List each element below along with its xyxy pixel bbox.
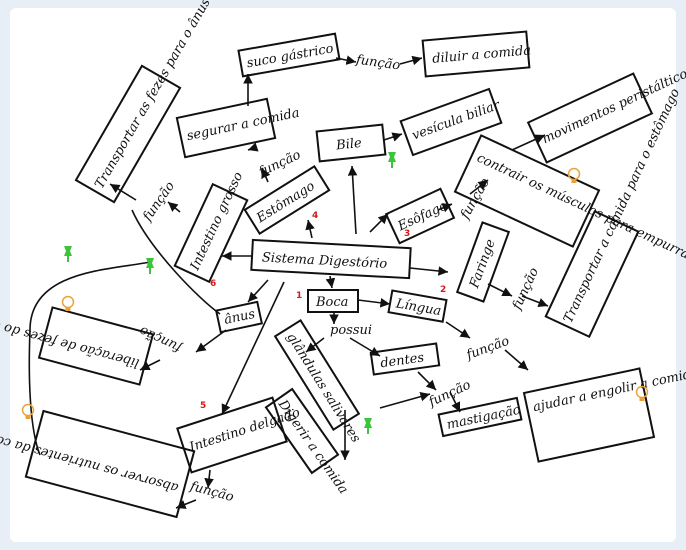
label-possui: possui	[330, 323, 372, 338]
label-funcao-faringe: função	[509, 265, 542, 313]
node-diluir-a-comida: diluir a comida	[421, 30, 532, 78]
svg-text:vesícula biliar: vesícula biliar	[410, 98, 503, 144]
node-mastigacao: mastigação	[437, 396, 523, 438]
node-contrair-musculos: contrair os músculos para empurrar a com…	[453, 134, 686, 323]
node-intestino-delgado: Intestino delgado	[176, 396, 302, 474]
node-intestino-grosso: Intestino grosso	[173, 170, 249, 284]
number-6: 6	[210, 279, 216, 289]
svg-text:Faringe: Faringe	[467, 237, 499, 291]
node-dentes: dentes	[369, 342, 441, 376]
order-numbers: 1 2 3 4 5 6	[200, 211, 446, 411]
label-funcao-anus: função	[137, 323, 185, 356]
label-funcao-estomago: função	[256, 148, 304, 181]
node-ajudar-a-engolir: ajudar a engolir a comida e a limpar os …	[522, 337, 686, 463]
label-funcao-dentes: função	[426, 378, 474, 411]
pin-icon	[388, 152, 396, 168]
node-segurar-a-comida: segurar a comida	[175, 97, 301, 159]
node-anus: ânus	[214, 300, 264, 334]
svg-text:ânus: ânus	[223, 307, 257, 328]
svg-text:ajudar a engolir a comida e a: ajudar a engolir a comida e a limpar os …	[532, 337, 686, 415]
node-suco-gastrico: suco gástrico	[237, 32, 341, 78]
number-5: 5	[200, 401, 206, 411]
node-absorver-nutrientes: absorver os nutrientes da comida no corp…	[0, 407, 196, 519]
svg-text:dentes: dentes	[379, 350, 425, 371]
label-funcao-suco: função	[354, 52, 401, 73]
svg-text:Intestino delgado: Intestino delgado	[187, 405, 302, 455]
node-bile: Bile	[315, 123, 387, 163]
node-liberacao-de-fezes: liberação de fezes do corpo	[0, 306, 155, 386]
label-funcao-esofago: função	[457, 176, 493, 223]
svg-text:diluir a comida: diluir a comida	[432, 43, 532, 67]
node-esofago: Esôfago	[384, 187, 456, 245]
node-vesicula-biliar: vesícula biliar	[399, 87, 503, 157]
lightbulb-icon	[21, 403, 35, 419]
pin-icon	[364, 418, 372, 434]
svg-text:suco gástrico: suco gástrico	[246, 41, 335, 71]
lightbulb-icon	[635, 385, 649, 401]
svg-text:absorver os nutrientes da comi: absorver os nutrientes da comida no corp…	[0, 407, 180, 495]
node-transportar-fezes: Transportar as fezes para o ânus	[74, 0, 214, 204]
node-boca: Boca	[307, 289, 359, 313]
svg-text:liberação de fezes do corpo: liberação de fezes do corpo	[0, 309, 141, 370]
lightbulb-icon	[567, 167, 581, 183]
pin-icon	[64, 246, 72, 262]
number-1: 1	[296, 291, 302, 301]
number-2: 2	[440, 285, 446, 295]
label-funcao-intestino-grosso: função	[140, 179, 178, 225]
lightbulb-icon	[61, 295, 75, 311]
node-estomago: Estômago	[243, 165, 331, 235]
svg-text:Transportar as fezes para o ân: Transportar as fezes para o ânus	[92, 0, 214, 191]
svg-text:Boca: Boca	[315, 295, 348, 310]
label-funcao-lingua: função	[464, 334, 512, 364]
node-lingua: Língua	[387, 289, 448, 323]
svg-text:Língua: Língua	[394, 296, 443, 319]
pin-icon	[146, 258, 154, 274]
svg-text:Bile: Bile	[334, 136, 362, 154]
svg-text:segurar a comida: segurar a comida	[185, 106, 301, 145]
number-4: 4	[312, 211, 318, 221]
svg-text:Sistema Digestório: Sistema Digestório	[262, 250, 388, 272]
node-sistema-digestorio: Sistema Digestório	[250, 238, 412, 280]
connector-lines	[28, 55, 549, 509]
number-3: 3	[404, 229, 410, 239]
